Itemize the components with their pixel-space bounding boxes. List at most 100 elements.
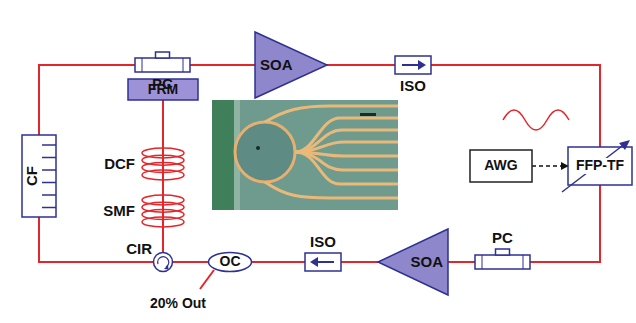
filter-body <box>22 135 56 217</box>
part-label: DCF <box>104 156 135 173</box>
comb-line <box>42 144 56 146</box>
ring-resonator <box>235 122 295 182</box>
node-shape <box>141 148 185 180</box>
tuning-arrowhead <box>619 140 630 150</box>
circulator-arrowhead <box>164 265 169 270</box>
coupler-ellipse: OC <box>208 252 252 272</box>
comb-line <box>42 169 56 171</box>
fiber-link <box>162 227 164 252</box>
controller-clip <box>523 255 524 269</box>
isolator-arrowhead <box>418 60 426 70</box>
fiber-link <box>341 261 378 263</box>
chip-photo <box>212 100 398 210</box>
fiber-link <box>327 64 395 66</box>
waveguide <box>295 142 398 152</box>
amplifier-triangle: SOA <box>378 229 448 295</box>
generator-box: AWG <box>470 150 532 182</box>
photo-dot <box>256 146 260 150</box>
filter-box: CF <box>22 135 56 217</box>
circulator-body <box>154 253 173 272</box>
control-arrow <box>532 165 568 167</box>
isolator-body <box>395 56 431 74</box>
controller-clip <box>142 58 143 72</box>
comb-line <box>42 157 56 159</box>
filter-box: FFP-TF <box>568 147 632 185</box>
controller-clip <box>482 255 483 269</box>
amplifier-shape <box>255 32 327 98</box>
fiber-link <box>39 65 135 135</box>
fiber-link <box>162 180 164 195</box>
waveguide <box>295 118 398 152</box>
isolator-box: ISO <box>395 56 431 74</box>
photo-strip <box>212 100 234 210</box>
coil-turn <box>142 170 184 180</box>
node-shape <box>141 195 185 227</box>
part-label: FFP-TF <box>574 158 626 173</box>
fiber-link <box>190 64 255 66</box>
part-label: SOA <box>260 57 293 74</box>
coil-lead <box>162 148 164 180</box>
fiber-link <box>431 65 600 147</box>
part-label: ISO <box>400 78 426 95</box>
comb-line <box>42 207 56 209</box>
controller-knob <box>496 249 510 255</box>
coil-lead <box>162 195 164 227</box>
mirror-body <box>128 79 198 100</box>
fiber-link <box>448 261 475 263</box>
generator-body <box>470 150 532 182</box>
circulator-circle: CIR <box>153 252 173 272</box>
amplifier-triangle: SOA <box>255 32 327 98</box>
fiber-coil: SMF <box>141 195 185 227</box>
mirror-box: FRM <box>128 79 198 100</box>
part-label: PC <box>492 230 513 247</box>
controller-clip <box>183 58 184 72</box>
part-label: AWG <box>484 158 517 173</box>
isolator-box: ISO <box>305 253 341 271</box>
node-shape <box>475 255 530 269</box>
part-label: SMF <box>103 203 135 220</box>
photo-ground <box>212 100 398 210</box>
photo-mark <box>360 113 376 116</box>
output-label: 20% Out <box>150 295 206 311</box>
controller-body <box>475 255 530 269</box>
sine-wave <box>503 110 569 130</box>
output-fiber <box>200 270 214 289</box>
coupler-body <box>209 253 252 272</box>
polarization-controller: PC <box>135 58 190 72</box>
circulator-arc <box>158 257 169 267</box>
filter-body <box>568 147 632 185</box>
part-label: FRM <box>148 82 178 97</box>
fiber-link <box>162 100 164 148</box>
fiber-link <box>252 261 305 263</box>
isolator-body <box>305 253 341 271</box>
isolator-arrowhead <box>310 257 318 267</box>
part-label: CF <box>24 166 41 186</box>
part-label: SOA <box>410 254 443 271</box>
fiber-link <box>39 217 153 262</box>
node-shape <box>305 253 341 271</box>
waveguide <box>295 130 398 152</box>
fiber-link <box>530 185 600 262</box>
comb-line <box>42 194 56 196</box>
controller-body <box>135 58 190 72</box>
waveguide <box>295 152 398 170</box>
waveguide <box>265 182 398 198</box>
coil-turn <box>142 217 184 227</box>
polarization-controller: PC <box>475 255 530 269</box>
node-shape <box>135 58 190 72</box>
node-shape <box>395 56 431 74</box>
controller-knob <box>156 52 170 58</box>
amplifier-shape <box>378 229 448 295</box>
part-label: CIR <box>126 241 152 258</box>
comb-line <box>42 182 56 184</box>
node-shape <box>153 252 173 272</box>
fiber-link <box>173 261 208 263</box>
waveguide <box>295 152 398 184</box>
part-label: OC <box>220 254 241 269</box>
fiber-coil: DCF <box>141 148 185 180</box>
